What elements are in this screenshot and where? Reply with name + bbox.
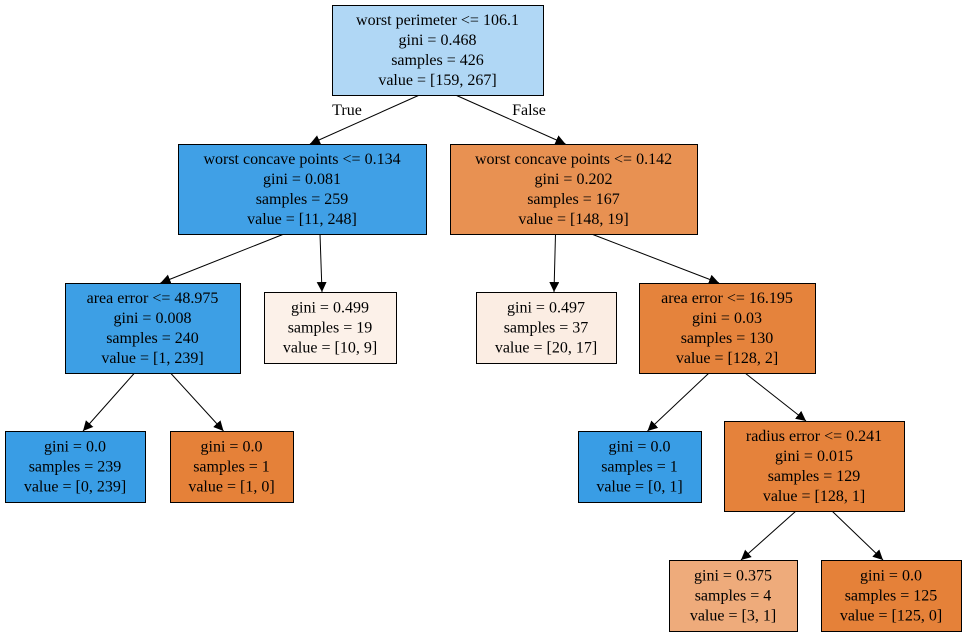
node-text-line: gini = 0.499 [291, 300, 369, 317]
node-text-line: area error <= 48.975 [87, 290, 219, 307]
node-text-line: value = [10, 9] [283, 340, 377, 357]
edge-n0-n6 [455, 94, 566, 145]
tree-node-n4: gini = 0.0 samples = 1 value = [1, 0] [170, 431, 294, 503]
node-text-line: gini = 0.008 [114, 310, 192, 327]
node-text-line: samples = 130 [681, 330, 774, 347]
edge-n2-n3 [82, 372, 135, 432]
node-text-line: gini = 0.375 [694, 568, 772, 585]
tree-node-n11: gini = 0.375 samples = 4 value = [3, 1] [669, 560, 798, 632]
node-text-line: value = [11, 248] [247, 211, 357, 228]
edge-n10-n11 [740, 510, 797, 561]
node-text-line: gini = 0.468 [399, 32, 477, 49]
node-text-line: gini = 0.0 [609, 439, 671, 456]
tree-node-n9: gini = 0.0 samples = 1 value = [0, 1] [578, 431, 702, 503]
node-text-line: samples = 4 [695, 588, 772, 605]
edge-n6-n8 [591, 233, 720, 285]
tree-node-n5: gini = 0.499 samples = 19 value = [10, 9] [264, 292, 397, 364]
node-text-line: value = [3, 1] [690, 608, 776, 625]
nodes-layer: worst perimeter <= 106.1 gini = 0.468 samp… [5, 5, 962, 632]
tree-node-n1: worst concave points <= 0.134 gini = 0.08… [178, 144, 427, 235]
node-text-line: value = [159, 267] [378, 72, 496, 89]
tree-node-n3: gini = 0.0 samples = 239 value = [0, 239] [5, 431, 146, 503]
edge-n1-n2 [160, 233, 285, 284]
node-text-line: samples = 129 [768, 468, 861, 485]
node-text-line: samples = 426 [391, 52, 484, 69]
node-box [639, 283, 816, 374]
edge-label-false: False [512, 102, 546, 119]
edge-label-true: True [332, 102, 362, 119]
node-text-line: gini = 0.0 [860, 568, 922, 585]
node-text-line: value = [1, 0] [188, 479, 274, 496]
node-box [821, 560, 962, 632]
edge-n2-n4 [170, 372, 224, 432]
node-text-line: worst concave points <= 0.142 [475, 151, 672, 168]
tree-node-n7: gini = 0.497 samples = 37 value = [20, 17] [476, 292, 617, 364]
tree-node-n2: area error <= 48.975 gini = 0.008 samples … [65, 283, 241, 374]
node-box [178, 144, 427, 235]
node-text-line: gini = 0.202 [535, 171, 613, 188]
edge-n0-n1 [309, 94, 420, 145]
node-text-line: value = [125, 0] [840, 608, 942, 625]
node-box [578, 431, 702, 503]
node-text-line: gini = 0.081 [263, 171, 341, 188]
node-text-line: samples = 19 [288, 320, 373, 337]
node-text-line: value = [128, 1] [763, 488, 865, 505]
tree-node-n6: worst concave points <= 0.142 gini = 0.20… [450, 144, 698, 235]
edge-n10-n12 [831, 510, 884, 561]
node-box [724, 421, 905, 512]
tree-node-n12: gini = 0.0 samples = 125 value = [125, 0] [821, 560, 962, 632]
tree-node-n0: worst perimeter <= 106.1 gini = 0.468 samp… [332, 5, 544, 96]
edge-n1-n5 [316, 233, 327, 293]
node-box [450, 144, 698, 235]
node-text-line: value = [1, 239] [101, 350, 203, 367]
node-box [264, 292, 397, 364]
node-text-line: value = [128, 2] [676, 350, 778, 367]
node-box [170, 431, 294, 503]
tree-node-n8: area error <= 16.195 gini = 0.03 samples =… [639, 283, 816, 374]
node-text-line: gini = 0.03 [692, 310, 762, 327]
node-text-line: samples = 1 [193, 459, 270, 476]
tree-node-n10: radius error <= 0.241 gini = 0.015 samples… [724, 421, 905, 512]
node-text-line: value = [0, 1] [596, 479, 682, 496]
node-text-line: radius error <= 0.241 [746, 428, 882, 445]
node-text-line: samples = 240 [106, 330, 199, 347]
node-text-line: value = [148, 19] [518, 211, 628, 228]
edge-n8-n10 [744, 372, 807, 422]
node-box [5, 431, 146, 503]
edge-n6-n7 [549, 233, 560, 293]
node-text-line: gini = 0.015 [775, 448, 853, 465]
node-text-line: samples = 125 [845, 588, 938, 605]
node-box [65, 283, 241, 374]
node-text-line: samples = 1 [601, 459, 678, 476]
node-text-line: gini = 0.497 [507, 300, 585, 317]
node-text-line: samples = 37 [504, 320, 589, 337]
node-text-line: value = [0, 239] [24, 479, 126, 496]
node-text-line: worst concave points <= 0.134 [203, 151, 400, 168]
node-text-line: samples = 259 [256, 191, 349, 208]
node-text-line: area error <= 16.195 [661, 290, 793, 307]
node-text-line: gini = 0.0 [44, 439, 106, 456]
node-box [476, 292, 617, 364]
node-text-line: worst perimeter <= 106.1 [356, 12, 519, 29]
node-text-line: samples = 239 [29, 459, 122, 476]
node-box [669, 560, 798, 632]
node-text-line: gini = 0.0 [201, 439, 263, 456]
node-text-line: value = [20, 17] [495, 340, 597, 357]
edges-layer: True False [82, 94, 884, 561]
node-text-line: samples = 167 [527, 191, 620, 208]
edge-n8-n9 [647, 372, 710, 432]
node-box [332, 5, 544, 96]
